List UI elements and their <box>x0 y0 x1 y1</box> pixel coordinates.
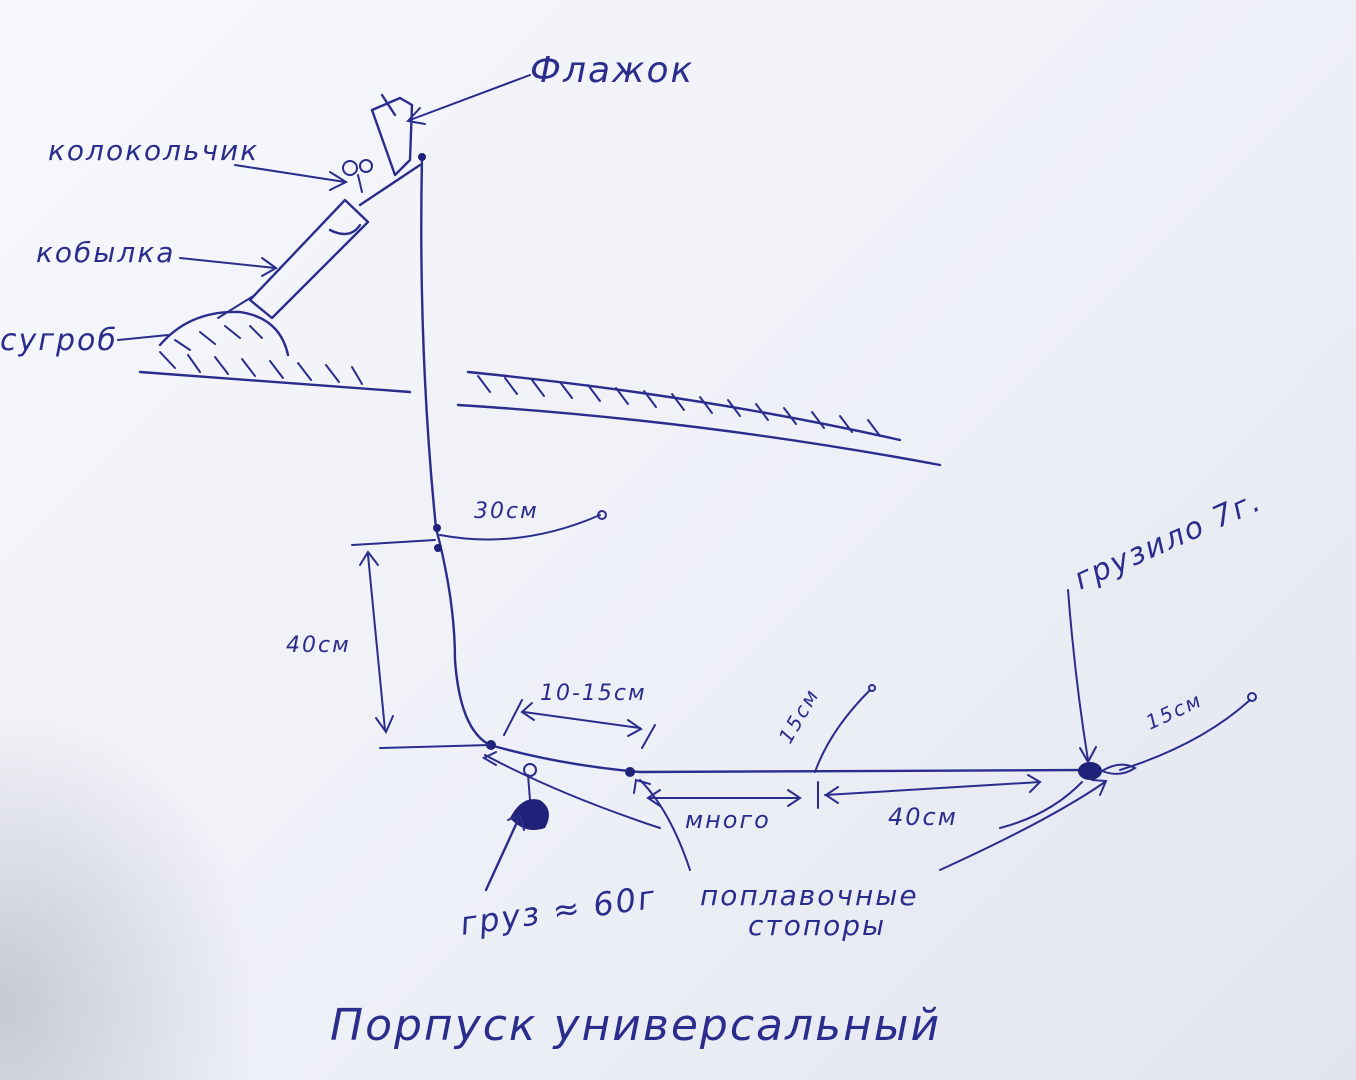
shadow <box>0 700 260 1080</box>
sinker-icon <box>1067 589 1137 780</box>
bell-label: колокольчик <box>48 134 259 167</box>
weight-icon <box>484 763 549 892</box>
stoppers-label-1: поплавочные <box>700 879 919 912</box>
dimension-40-right <box>824 774 1083 829</box>
sinker-label: грузило 7г. <box>1069 483 1267 597</box>
len-15-right-label: 15см <box>1142 688 1206 735</box>
leash-30 <box>439 514 601 541</box>
diagram-title: Порпуск универсальный <box>330 1000 941 1051</box>
snowdrift-label: сугроб <box>0 323 118 358</box>
len-40-right-label: 40см <box>888 803 958 831</box>
len-10-15-label: 10-15см <box>540 681 647 706</box>
dimension-10-15 <box>503 699 656 749</box>
len-many-label: много <box>685 806 771 834</box>
bell-icon <box>342 159 373 193</box>
dimension-40 <box>351 539 491 749</box>
dimension-many <box>646 781 819 809</box>
len-40-label: 40см <box>286 633 351 658</box>
snowdrift <box>158 310 290 357</box>
stoppers-label-2: стопоры <box>748 909 886 942</box>
main-line <box>420 155 1092 774</box>
flag-icon <box>370 93 414 177</box>
len-15-middle-label: 15см <box>774 684 825 748</box>
flag-label: Флажок <box>530 50 694 91</box>
ice-left <box>138 351 412 394</box>
reel <box>217 163 422 320</box>
len-30-label: 30см <box>474 499 539 524</box>
stopper-arrows <box>481 751 1108 871</box>
ice-right <box>456 370 942 467</box>
leash-15-right <box>1119 699 1251 771</box>
label-arrows <box>117 74 531 341</box>
reel-label: кобылка <box>36 236 175 269</box>
leash-15-middle <box>814 689 871 773</box>
